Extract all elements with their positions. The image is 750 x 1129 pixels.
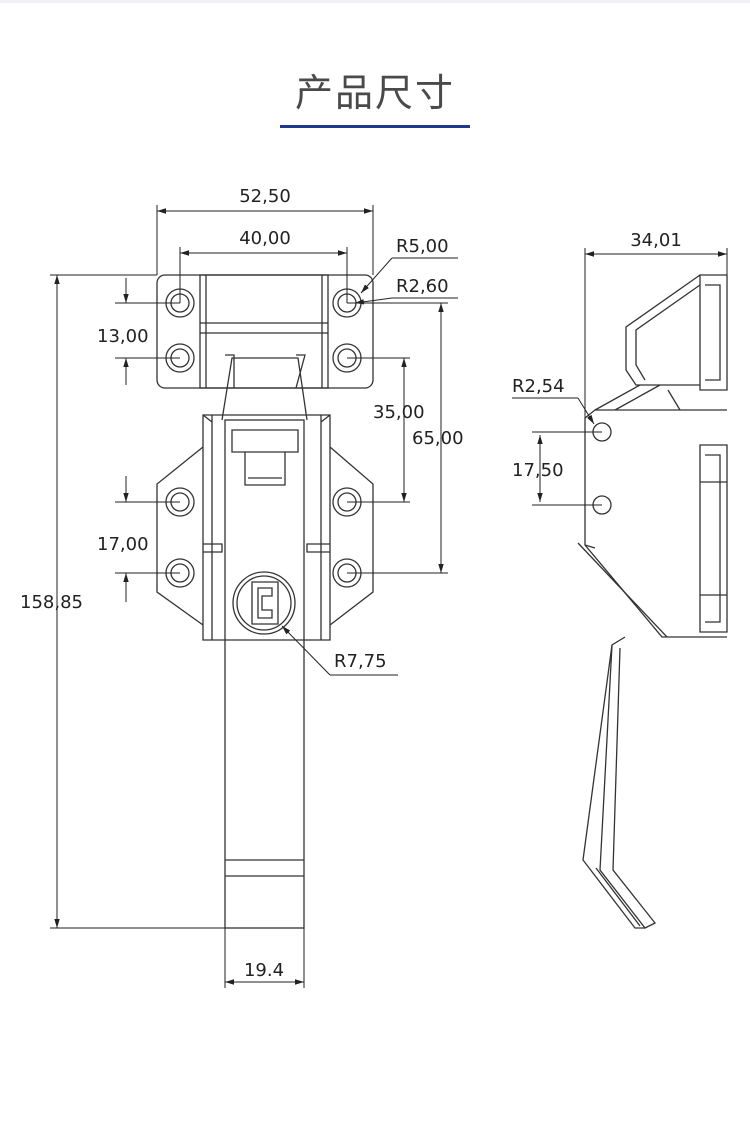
side-base [584, 418, 727, 638]
mount-holes [165, 288, 362, 588]
dim-radius-hole: R2,60 [396, 276, 449, 297]
dim-side-radius: R2,54 [512, 376, 565, 397]
dim-hole-pitch-lower: 17,00 [97, 534, 149, 555]
dim-lock-radius: R7,75 [334, 651, 387, 672]
dim-side-hole-pitch: 17,50 [512, 460, 564, 481]
dim-width-total: 52,50 [239, 186, 291, 207]
dim-hinge-to-latch: 35,00 [373, 402, 425, 423]
side-view [577, 274, 728, 929]
dim-hinge-to-bottom-holes: 65,00 [412, 428, 464, 449]
dim-radius-outer: R5,00 [396, 236, 449, 257]
right-wing [329, 446, 374, 626]
dim-hole-spacing-top: 40,00 [239, 228, 291, 249]
top-plate-center [199, 274, 329, 389]
dim-overall-height: 158,85 [20, 592, 83, 613]
dim-hole-pitch-top: 13,00 [97, 326, 149, 347]
title-underline [280, 125, 470, 128]
dim-depth: 34,01 [630, 230, 682, 251]
handle [224, 419, 305, 929]
housing [202, 414, 331, 641]
left-wing [156, 446, 204, 626]
dim-handle-width: 19.4 [244, 960, 284, 981]
page-title: 产品尺寸 [294, 71, 455, 115]
front-view [156, 274, 374, 929]
lock-cylinder [232, 571, 296, 635]
top-separator [0, 0, 750, 3]
